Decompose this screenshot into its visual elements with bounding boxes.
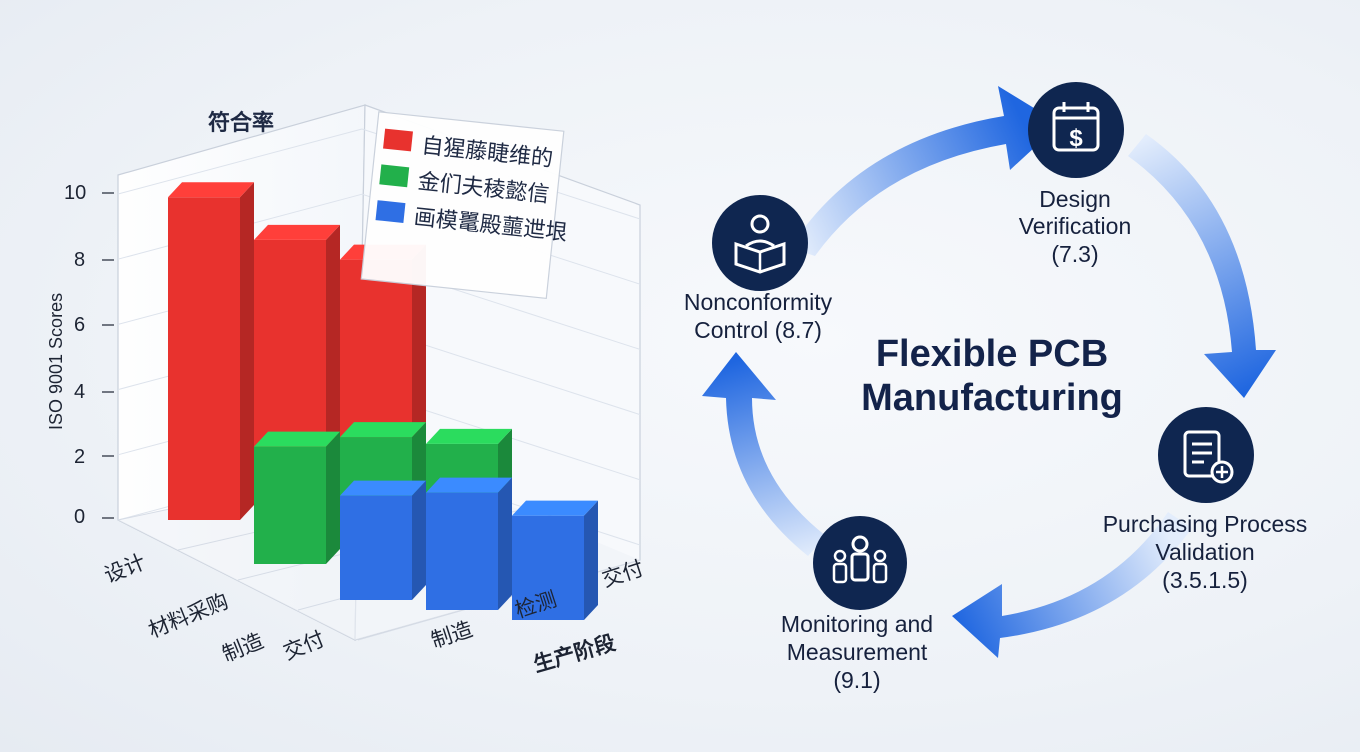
bar-top — [426, 477, 512, 493]
arrow-to-nonconformity — [702, 352, 826, 556]
y-tick-8: 8 — [74, 249, 85, 271]
monitoring-line-2: Measurement — [787, 639, 928, 665]
y-tick-4: 4 — [74, 381, 85, 403]
bar-3-3 — [512, 500, 598, 620]
document-plus-icon — [1183, 430, 1234, 484]
bar-side — [584, 500, 598, 620]
monitoring-line-3: (9.1) — [833, 667, 880, 693]
bar-side — [412, 480, 426, 600]
chart-title: 符合率 — [208, 110, 274, 136]
bar-top — [426, 428, 512, 444]
y-tick-0: 0 — [74, 506, 85, 528]
bar-top — [512, 500, 598, 516]
legend-swatch-green — [379, 164, 410, 188]
bar-top — [168, 182, 254, 198]
node-design-verification: $ Design Verification (7.3) — [1019, 82, 1132, 267]
dollar-calendar-icon: $ — [1052, 102, 1100, 152]
chart-bars — [168, 182, 598, 620]
monitoring-line-1: Monitoring and — [781, 611, 933, 637]
bar-top — [254, 224, 340, 240]
bar-3-1 — [340, 480, 426, 600]
center-title-line-1: Flexible PCB — [876, 333, 1108, 375]
people-network-icon — [832, 535, 888, 584]
y-axis-label: ISO 9001 Scores — [46, 293, 66, 430]
node-monitoring-measurement: Monitoring and Measurement (9.1) — [781, 516, 933, 693]
bar-face — [426, 492, 498, 610]
bar-side — [498, 477, 512, 610]
bar-face — [254, 446, 326, 564]
arrow-to-purchasing — [1128, 134, 1276, 398]
nonconformity-line-2: Control (8.7) — [694, 317, 822, 343]
center-title-line-2: Manufacturing — [861, 377, 1123, 419]
bar-2-1 — [254, 431, 340, 564]
iso-score-chart: 0 2 4 6 8 10 ISO 9001 Scores 符合率 设计 材料采购… — [46, 104, 646, 677]
design-line-1: Design — [1039, 186, 1111, 212]
bar-3-2 — [426, 477, 512, 610]
node-nonconformity-control: Nonconformity Control (8.7) — [684, 195, 833, 343]
purchasing-line-1: Purchasing Process — [1103, 511, 1308, 537]
bar-face — [168, 197, 240, 520]
gridline — [117, 128, 363, 195]
bar-1-1 — [168, 182, 254, 520]
chart-legend: 自猩藤睫维的 金们夫稜懿信 画模鼍殿蘁迣垠 — [360, 111, 568, 300]
nonconformity-line-1: Nonconformity — [684, 289, 833, 315]
bar-face — [512, 515, 584, 620]
node-purchasing-validation: Purchasing Process Validation (3.5.1.5) — [1103, 407, 1308, 593]
bar-side — [240, 182, 254, 520]
bar-top — [340, 480, 426, 496]
arrow-to-design — [790, 86, 1060, 256]
purchasing-line-2: Validation — [1155, 539, 1254, 565]
y-axis: 0 2 4 6 8 10 — [64, 182, 114, 528]
design-line-2: Verification — [1019, 213, 1132, 239]
arrow-to-monitoring — [952, 512, 1192, 658]
bar-face — [340, 495, 412, 600]
reading-person-icon — [734, 214, 786, 274]
design-line-3: (7.3) — [1051, 241, 1098, 267]
y-tick-2: 2 — [74, 446, 85, 468]
bar-side — [326, 431, 340, 564]
bar-top — [340, 422, 426, 438]
purchasing-line-3: (3.5.1.5) — [1162, 567, 1248, 593]
legend-swatch-red — [383, 128, 413, 152]
bar-top — [254, 431, 340, 447]
y-tick-10: 10 — [64, 182, 86, 204]
y-tick-6: 6 — [74, 314, 85, 336]
svg-text:$: $ — [1069, 125, 1083, 152]
legend-swatch-blue — [375, 200, 406, 224]
